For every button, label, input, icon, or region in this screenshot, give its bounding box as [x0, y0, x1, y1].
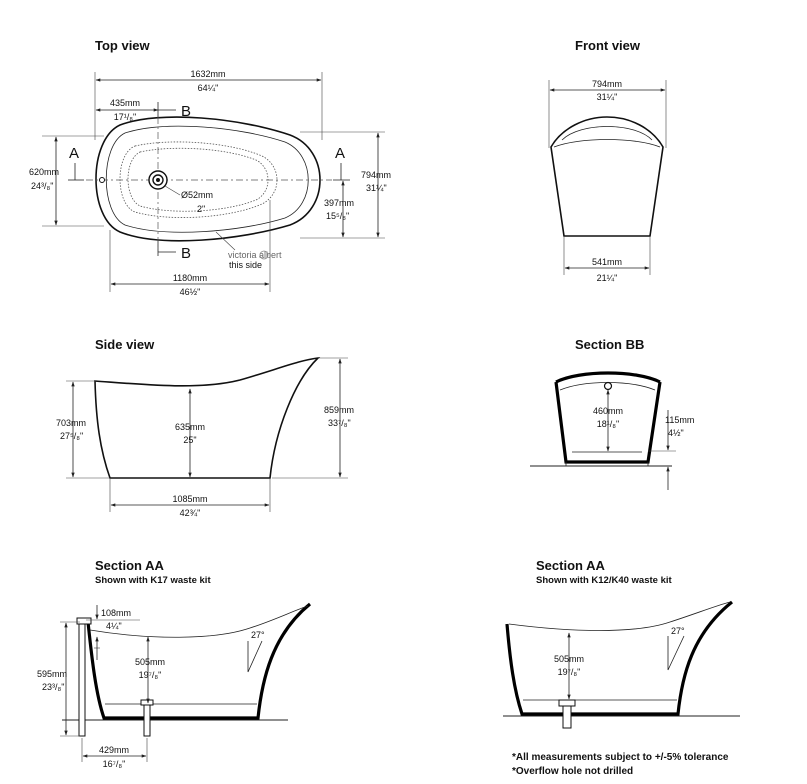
- front-base-in: 21¼": [597, 273, 618, 283]
- waste-dia-mm: Ø52mm: [181, 190, 213, 200]
- tub-front-outline: [550, 116, 664, 237]
- width-mm: 794mm: [361, 170, 391, 180]
- offset-mm: 435mm: [110, 98, 140, 108]
- section-bb-title: Section BB: [575, 337, 644, 352]
- tub-side-outline: [94, 356, 321, 479]
- length-in: 64¼": [198, 83, 219, 93]
- half-width-in: 15⁵/₈": [326, 211, 349, 221]
- k17-depth-mm: 505mm: [135, 657, 165, 667]
- k12-angle: 27°: [671, 626, 685, 636]
- front-view: Front view 794mm 31¼" 541mm 21¼": [548, 38, 667, 283]
- section-b-top-label: B: [181, 103, 191, 120]
- section-a-right-label: A: [335, 145, 345, 162]
- k12-depth-mm: 505mm: [554, 654, 584, 664]
- overflow-mm: 108mm: [101, 608, 131, 618]
- tub-section-aa-k17-outline: [86, 602, 312, 720]
- max-height-in: 33⁷/₈": [328, 418, 351, 428]
- k12-depth-in: 19⁷/₈": [558, 667, 581, 677]
- k17-offset-in: 16⁷/₈": [103, 759, 126, 769]
- rim-height-in: 27⁵/₈": [60, 431, 83, 441]
- waste-dia-in: 2": [197, 204, 205, 214]
- side-view: Side view 703mm 27⁵/₈" 635mm 25" 859mm 3…: [56, 337, 354, 518]
- half-width-mm: 397mm: [324, 198, 354, 208]
- tub-top-rim: [105, 125, 309, 233]
- overflow-in: 4¼": [106, 621, 122, 631]
- section-a-left-label: A: [69, 145, 79, 162]
- section-bb: Section BB 460mm 18¹/₈" 115mm 4½": [530, 337, 694, 490]
- tub-top-outline: [95, 116, 321, 242]
- width-in: 31¼": [366, 183, 387, 193]
- base-length-in: 42¾": [180, 508, 201, 518]
- top-view: Top view 1632mm 64¼" 435mm 17¹/₈" B B A …: [29, 38, 391, 297]
- section-b-bottom-label: B: [181, 245, 191, 262]
- top-view-title: Top view: [95, 38, 151, 53]
- rim-height-mm: 703mm: [56, 418, 86, 428]
- k17-depth-in: 19⁷/₈": [139, 670, 162, 680]
- max-height-mm: 859mm: [324, 405, 354, 415]
- section-aa-k17-subtitle: Shown with K17 waste kit: [95, 575, 211, 586]
- front-width-mm: 794mm: [592, 79, 622, 89]
- inner-length-in: 46½": [180, 287, 201, 297]
- length-mm: 1632mm: [190, 69, 225, 79]
- tub-top-basin: [119, 141, 278, 218]
- k17-height-mm: 595mm: [37, 669, 67, 679]
- front-base-mm: 541mm: [592, 257, 622, 267]
- section-aa-k17-title: Section AA: [95, 558, 164, 573]
- side-depth-in: 25": [183, 435, 196, 445]
- inner-width-mm: 620mm: [29, 167, 59, 177]
- offset-in: 17¹/₈": [114, 112, 136, 122]
- inner-width-in: 24³/₈": [31, 181, 53, 191]
- side-depth-mm: 635mm: [175, 422, 205, 432]
- front-width-in: 31¼": [597, 92, 618, 102]
- k17-offset-mm: 429mm: [99, 745, 129, 755]
- k17-angle: 27°: [251, 630, 265, 640]
- base-length-mm: 1085mm: [172, 494, 207, 504]
- notes: *All measurements subject to +/-5% toler…: [512, 752, 729, 777]
- bb-depth-mm: 460mm: [593, 406, 623, 416]
- tub-section-bb-outline: [554, 381, 662, 464]
- brand-note: this side: [229, 260, 262, 270]
- note-overflow: *Overflow hole not drilled: [512, 766, 633, 777]
- section-aa-k12: Section AA Shown with K12/K40 waste kit …: [503, 558, 740, 729]
- brand-logo-icon: [259, 250, 269, 260]
- section-aa-k12-title: Section AA: [536, 558, 605, 573]
- inner-length-mm: 1180mm: [173, 273, 207, 283]
- side-view-title: Side view: [95, 337, 155, 352]
- section-aa-k12-subtitle: Shown with K12/K40 waste kit: [536, 575, 673, 586]
- plinth-mm: 115mm: [665, 415, 694, 425]
- tub-section-aa-k12-outline: [505, 600, 734, 716]
- plinth-in: 4½": [668, 428, 684, 438]
- brand-text: victoria albert: [228, 250, 282, 260]
- k17-height-in: 23³/₈": [42, 682, 64, 692]
- note-tolerance: *All measurements subject to +/-5% toler…: [512, 752, 729, 763]
- front-view-title: Front view: [575, 38, 641, 53]
- section-aa-k17: Section AA Shown with K17 waste kit 27° …: [37, 558, 312, 769]
- bb-depth-in: 18¹/₈": [597, 419, 619, 429]
